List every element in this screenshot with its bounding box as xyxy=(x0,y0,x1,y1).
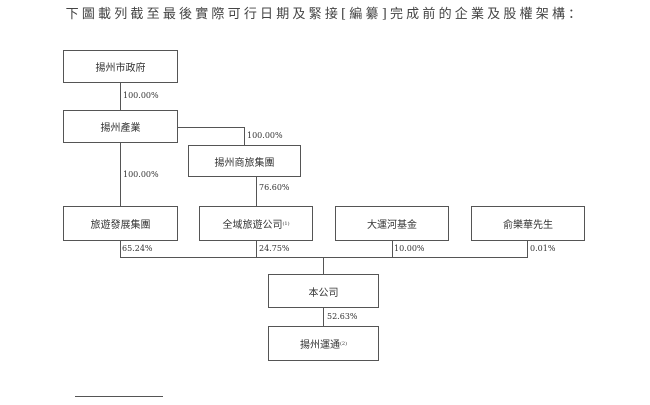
box-company: 本公司 xyxy=(268,274,379,308)
connector xyxy=(244,127,245,145)
pct-commerce-quanyu: 76.60% xyxy=(259,183,290,192)
connector xyxy=(120,82,121,110)
entity-label: 揚州運通 xyxy=(299,340,340,351)
connector xyxy=(527,241,528,257)
connector xyxy=(120,142,121,206)
entity-label: 揚州市政府 xyxy=(95,63,146,74)
box-yangzhou-gov: 揚州市政府 xyxy=(63,50,178,83)
page-title: 下圖載列截至最後實際可行日期及緊接[編纂]完成前的企業及股權架構： xyxy=(65,7,585,22)
connector xyxy=(256,176,257,206)
box-grand-canal: 大運河基金 xyxy=(335,206,449,241)
footnote-ref: (1) xyxy=(282,220,290,227)
connector xyxy=(120,257,528,258)
box-commerce-tourism: 揚州商旅集團 xyxy=(188,145,301,177)
connector xyxy=(323,257,324,274)
box-mr-yu: 俞樂華先生 xyxy=(471,206,585,241)
box-quanyu: 全域旅遊公司(1) xyxy=(199,206,313,241)
pct-tourism-company: 65.24% xyxy=(122,244,153,253)
connector xyxy=(178,127,244,128)
entity-label: 本公司 xyxy=(308,287,339,299)
pct-gov-industry: 100.00% xyxy=(123,91,159,100)
connector xyxy=(392,241,393,257)
entity-label: 揚州產業 xyxy=(100,123,141,134)
entity-label: 俞樂華先生 xyxy=(503,220,553,231)
box-yangzhou-industry: 揚州產業 xyxy=(63,110,178,143)
pct-industry-commerce: 100.00% xyxy=(247,131,283,140)
pct-company-yunton: 52.63% xyxy=(327,312,358,321)
connector xyxy=(323,308,324,326)
box-tourism-dev: 旅遊發展集團 xyxy=(63,206,178,241)
footnote-ref: (2) xyxy=(339,340,348,347)
connector xyxy=(256,241,257,257)
pct-industry-tourism: 100.00% xyxy=(123,170,159,179)
pct-yu-company: 0.01% xyxy=(530,244,556,253)
entity-label: 大運河基金 xyxy=(367,220,417,231)
entity-label: 旅遊發展集團 xyxy=(90,220,151,231)
entity-label: 全域旅遊公司 xyxy=(222,220,283,231)
entity-label: 揚州商旅集團 xyxy=(214,157,275,169)
footnote-divider xyxy=(75,396,163,397)
pct-canal-company: 10.00% xyxy=(394,244,425,253)
pct-quanyu-company: 24.75% xyxy=(259,244,290,253)
box-yunton: 揚州運通(2) xyxy=(268,326,379,361)
connector xyxy=(120,241,121,257)
